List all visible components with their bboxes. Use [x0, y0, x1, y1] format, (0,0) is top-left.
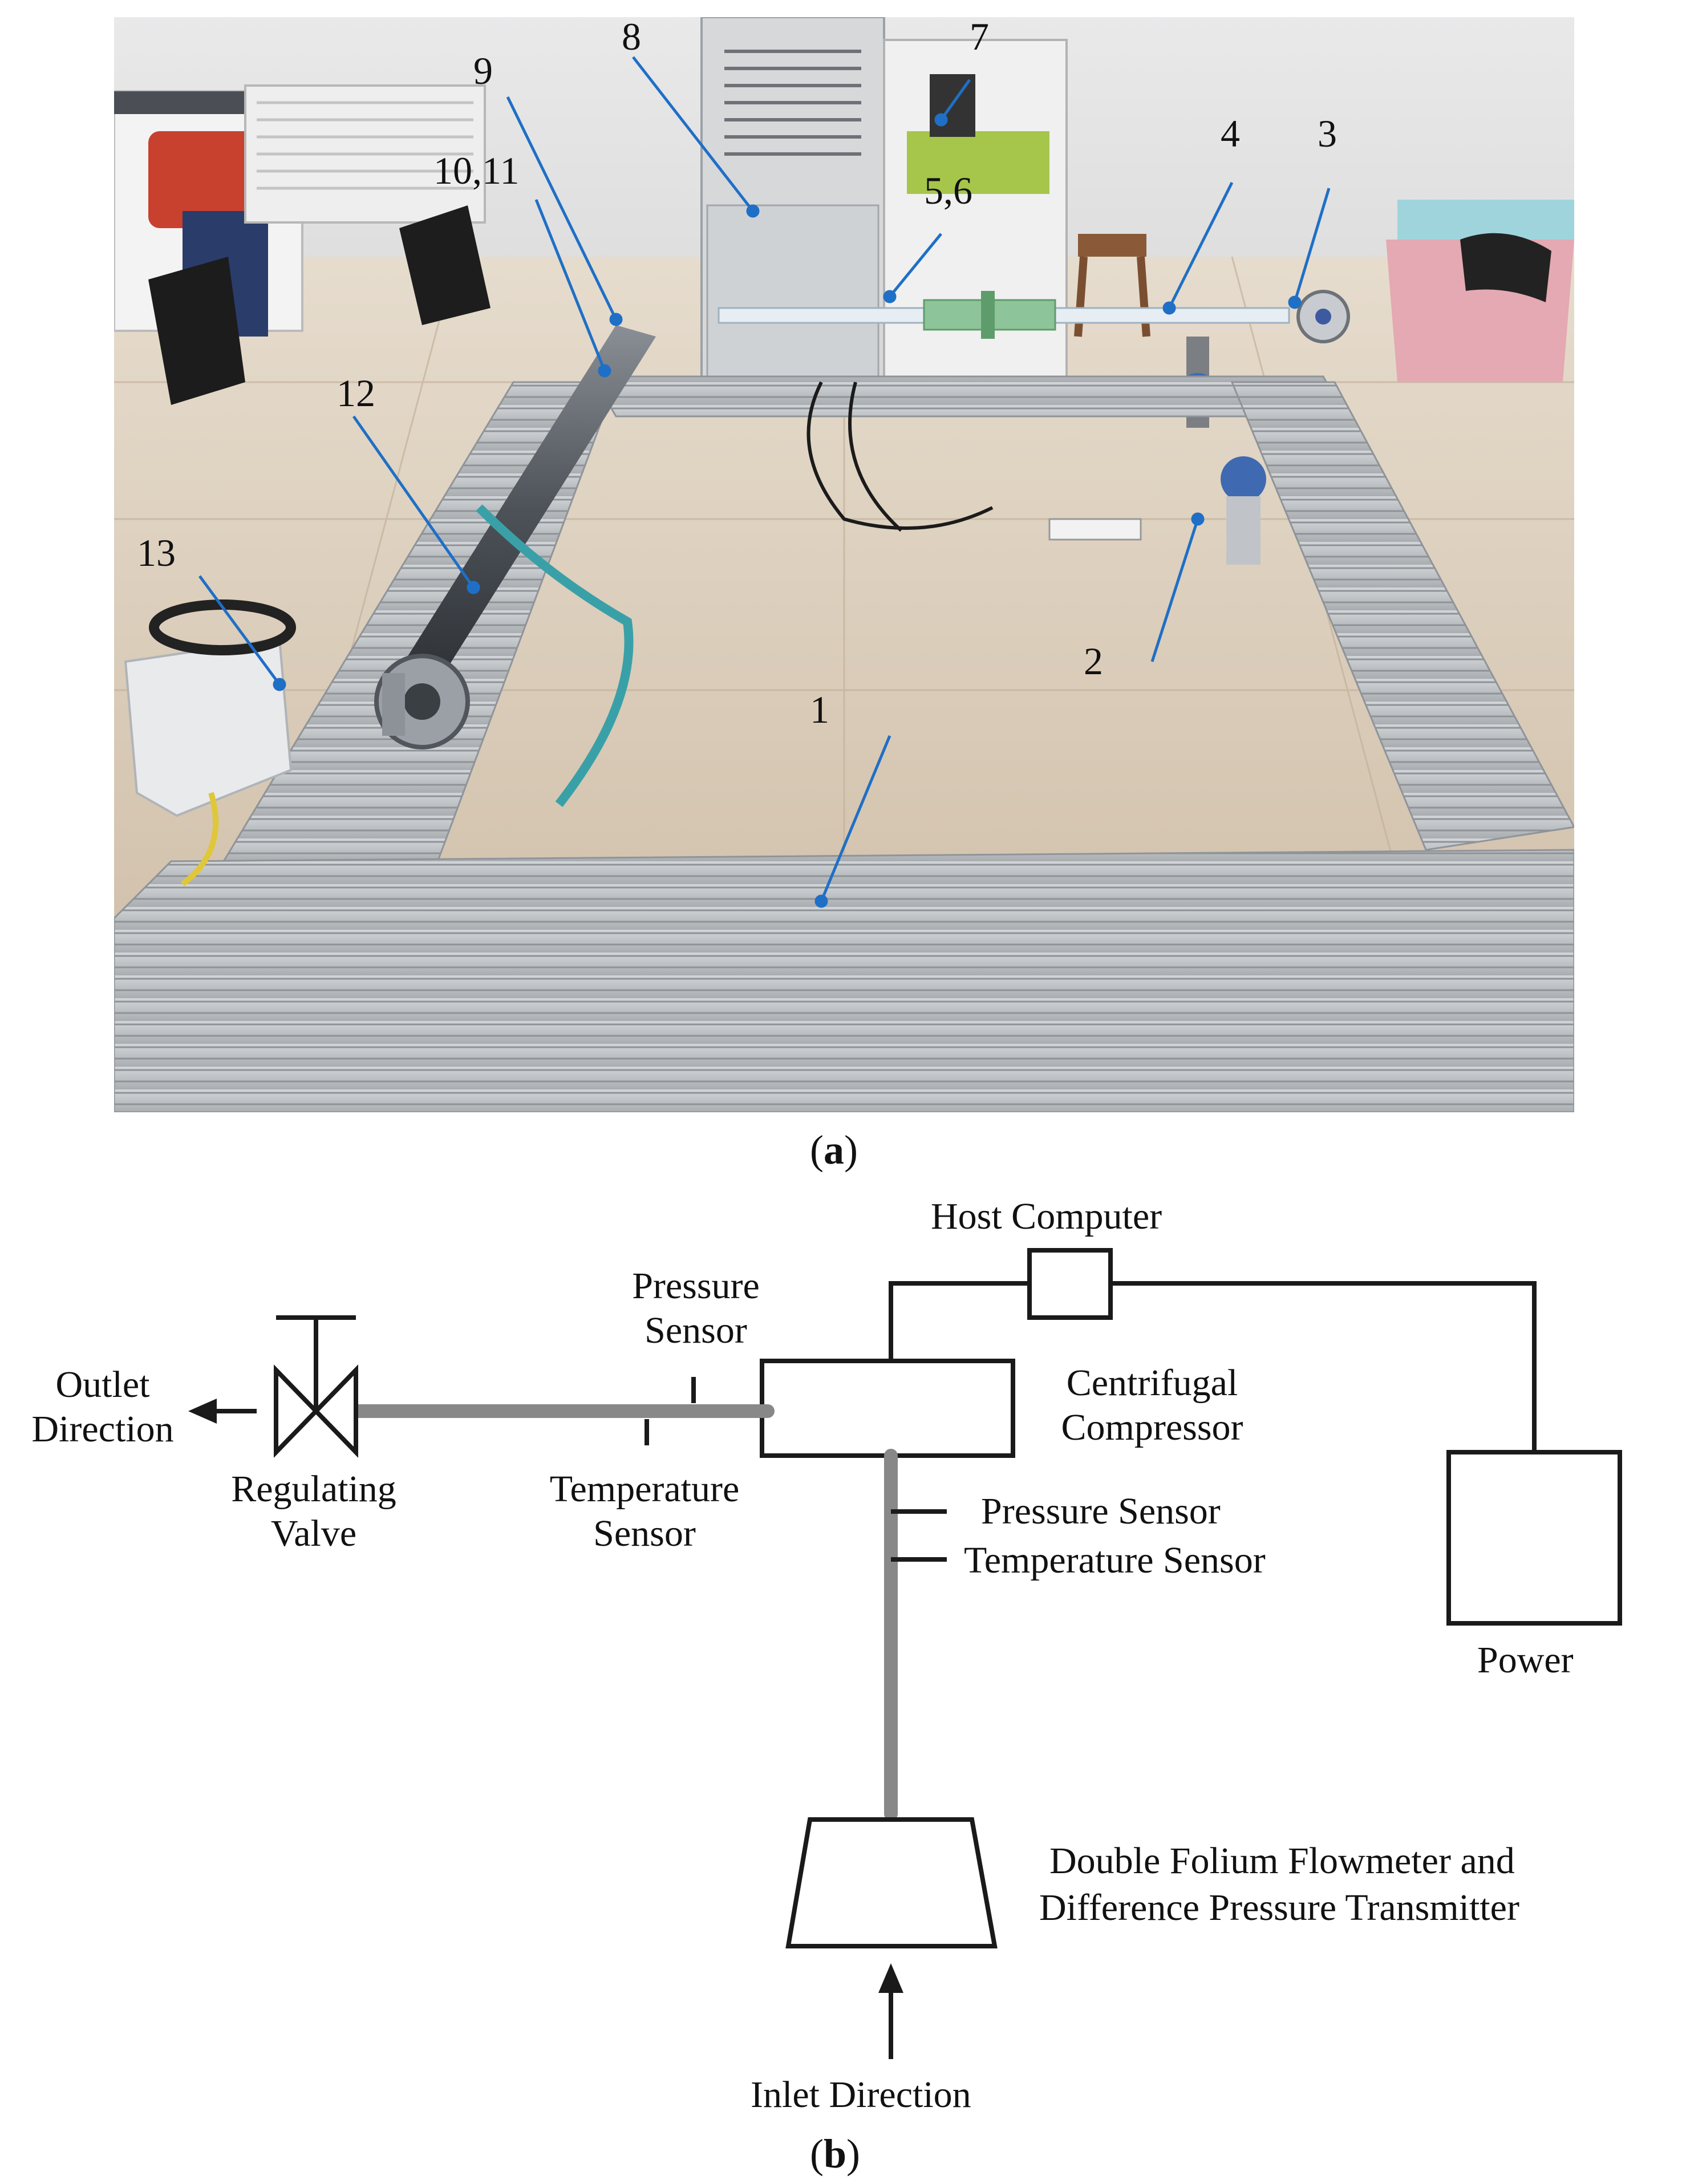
- frame-front: [114, 849, 1574, 1112]
- sensor-ticks: [645, 1377, 947, 1562]
- pipe-12: [394, 325, 656, 690]
- stool: [1078, 234, 1146, 257]
- caption-b: (b): [810, 2131, 861, 2177]
- callout-5-6: 5,6: [924, 169, 972, 212]
- callout-7: 7: [970, 15, 989, 58]
- schematic-diagram: [188, 1248, 1622, 2059]
- flowmeter-symbol: [785, 1817, 998, 1948]
- label-outlet-direction: Outlet Direction: [31, 1364, 174, 1450]
- compressor-box: [760, 1359, 1015, 1458]
- callout-13: 13: [137, 531, 176, 574]
- host-computer-box: [1027, 1248, 1113, 1320]
- callout-8: 8: [622, 15, 641, 58]
- power-strip: [1048, 518, 1142, 541]
- label-temperature-sensor-left: Temperature Sensor: [549, 1468, 740, 1554]
- regulating-valve-symbol: [274, 1315, 358, 1458]
- label-inlet-direction: Inlet Direction: [751, 2074, 971, 2116]
- callout-1: 1: [810, 688, 829, 731]
- label-flowmeter-line2: Difference Pressure Transmitter: [1039, 1887, 1519, 1928]
- label-host-computer: Host Computer: [931, 1196, 1162, 1237]
- signal-wires: [889, 1281, 1537, 1452]
- power-box: [1446, 1450, 1622, 1626]
- callout-12: 12: [337, 371, 375, 415]
- label-power: Power: [1477, 1639, 1574, 1681]
- label-centrifugal-compressor: Centrifugal Compressor: [1061, 1362, 1243, 1448]
- transmitter-2: [1221, 456, 1266, 502]
- frame-right: [1230, 381, 1574, 851]
- label-pressure-sensor-top: Pressure Sensor: [632, 1265, 760, 1351]
- callout-lines: [198, 56, 1331, 908]
- label-regulating-valve: Regulating Valve: [231, 1468, 396, 1554]
- chair-middle: [399, 205, 491, 325]
- label-temperature-sensor-right: Temperature Sensor: [964, 1539, 1266, 1581]
- inlet-arrow: [878, 1963, 903, 2059]
- callout-2: 2: [1084, 639, 1103, 683]
- chair-left: [148, 257, 245, 405]
- experimental-setup-photo: [114, 17, 1574, 1112]
- handwheel: [149, 599, 296, 655]
- callout-3: 3: [1318, 112, 1337, 155]
- label-flowmeter-line1: Double Folium Flowmeter and: [1049, 1840, 1515, 1882]
- caption-a: (a): [810, 1127, 858, 1173]
- callout-4: 4: [1221, 112, 1240, 155]
- vacuum-red: [148, 131, 262, 228]
- label-pressure-sensor-right: Pressure Sensor: [981, 1490, 1221, 1532]
- callout-10-11: 10,11: [433, 149, 520, 192]
- outlet-arrow: [188, 1399, 257, 1424]
- callout-9: 9: [473, 49, 493, 92]
